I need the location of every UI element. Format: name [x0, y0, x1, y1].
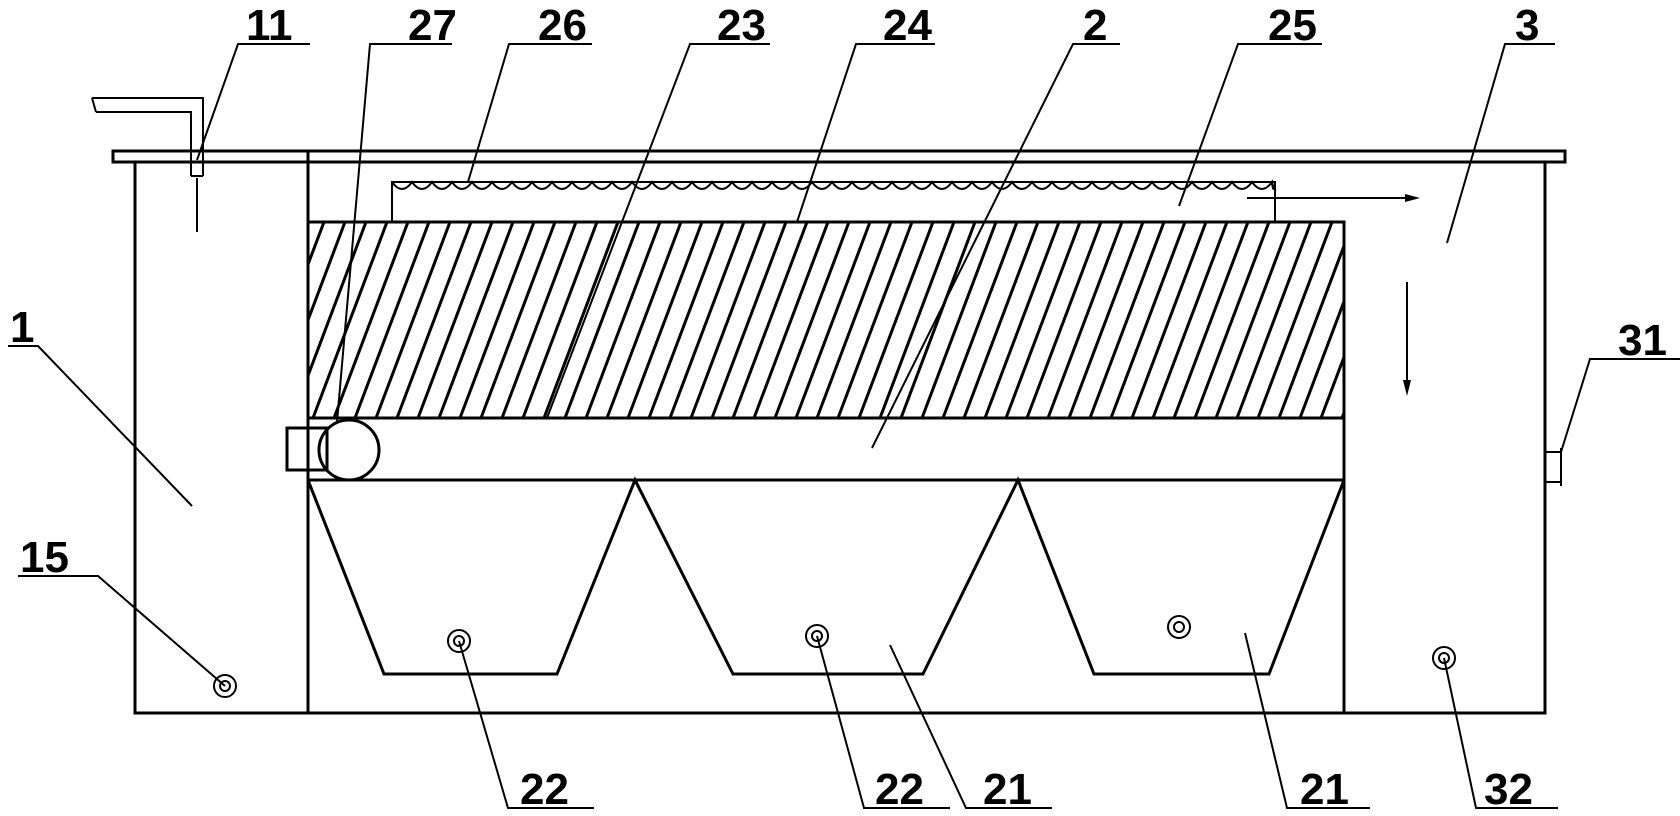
- hatch-line: [857, 222, 935, 418]
- hatch-line: [395, 222, 473, 418]
- hatch-line: [647, 222, 725, 418]
- hatch-line: [437, 222, 515, 418]
- hatch-line: [1319, 352, 1344, 418]
- sludge-valve-right: [1167, 615, 1191, 639]
- hatch-line: [311, 222, 389, 418]
- flow-arrow-right: [1247, 194, 1420, 202]
- hatch-line: [899, 222, 977, 418]
- label-32: 32: [1484, 765, 1533, 814]
- sludge-valve-22-left: [447, 629, 471, 653]
- drain-valve-32: [1432, 646, 1456, 670]
- tank-outer-wall: [133, 162, 1547, 715]
- media-hatching: [308, 222, 1479, 418]
- hatch-line: [308, 222, 326, 269]
- hatch-line: [1340, 408, 1344, 418]
- hatch-line: [1193, 222, 1271, 418]
- outlet-pipe: [1544, 448, 1562, 486]
- hatch-line: [1172, 222, 1250, 418]
- hatch-line: [920, 222, 998, 418]
- hatch-line: [416, 222, 494, 418]
- hatch-line: [1025, 222, 1103, 418]
- hatch-line: [752, 222, 830, 418]
- hatch-line: [584, 222, 662, 418]
- hatch-line: [962, 222, 1040, 418]
- hatch-line: [458, 222, 536, 418]
- label-27: 27: [408, 1, 457, 50]
- hatch-line: [1109, 222, 1187, 418]
- sludge-valve-22-middle: [805, 624, 829, 648]
- hatch-line: [1277, 241, 1344, 418]
- hatch-line: [1363, 222, 1437, 418]
- flow-arrow-down: [1403, 282, 1411, 396]
- overflow-trough: [391, 181, 1276, 222]
- hatch-line: [1214, 222, 1292, 418]
- label-23: 23: [717, 1, 766, 50]
- label-22-middle: 22: [875, 765, 924, 814]
- hatch-line: [836, 222, 914, 418]
- label-21-right: 21: [1300, 765, 1349, 814]
- hatch-line: [1067, 222, 1145, 418]
- label-1: 1: [10, 303, 34, 352]
- label-21-left: 21: [983, 765, 1032, 814]
- leader-lines: [8, 43, 1680, 809]
- hatch-line: [374, 222, 452, 418]
- label-31: 31: [1618, 316, 1667, 365]
- inlet-pipe: [91, 97, 204, 232]
- label-11: 11: [246, 1, 293, 50]
- hatch-line: [1130, 222, 1208, 418]
- hatch-line: [626, 222, 704, 418]
- hatch-line: [668, 222, 746, 418]
- hatch-line: [308, 222, 347, 325]
- hatch-line: [794, 222, 872, 418]
- pump-motor: [285, 426, 329, 472]
- hatch-line: [500, 222, 578, 418]
- label-25: 25: [1268, 1, 1317, 50]
- hatch-line: [1235, 222, 1313, 418]
- hatch-line: [689, 222, 767, 418]
- label-3: 3: [1515, 1, 1539, 50]
- hatch-line: [353, 222, 431, 418]
- hatch-line: [710, 222, 788, 418]
- hatch-line: [983, 222, 1061, 418]
- hatch-line: [1256, 222, 1334, 418]
- hatch-line: [1088, 222, 1166, 418]
- hatch-line: [479, 222, 557, 418]
- hatch-line: [941, 222, 1019, 418]
- hatch-line: [1298, 297, 1344, 418]
- hatch-line: [542, 222, 620, 418]
- top-cover-plate: [111, 149, 1567, 164]
- hatch-line: [878, 222, 956, 418]
- label-2: 2: [1083, 1, 1107, 50]
- hatch-line: [1151, 222, 1229, 418]
- hatch-line: [773, 222, 851, 418]
- hatch-line: [521, 222, 599, 418]
- hatch-line: [308, 222, 368, 380]
- hatch-line: [1405, 222, 1479, 418]
- label-26: 26: [538, 1, 587, 50]
- hatch-line: [332, 222, 410, 418]
- hatch-line: [605, 222, 683, 418]
- weir-teeth: [391, 179, 1276, 190]
- hatch-line: [815, 222, 893, 418]
- pump-body: [317, 418, 381, 482]
- label-24: 24: [883, 1, 932, 50]
- hatch-line: [563, 222, 641, 418]
- hatch-line: [1046, 222, 1124, 418]
- hatch-line: [1384, 222, 1458, 418]
- label-22-left: 22: [520, 765, 569, 814]
- hatch-line: [1004, 222, 1082, 418]
- sawtooth-weir: [391, 179, 1276, 190]
- hatch-line: [731, 222, 809, 418]
- drain-valve-15: [213, 674, 237, 698]
- label-15: 15: [20, 533, 69, 582]
